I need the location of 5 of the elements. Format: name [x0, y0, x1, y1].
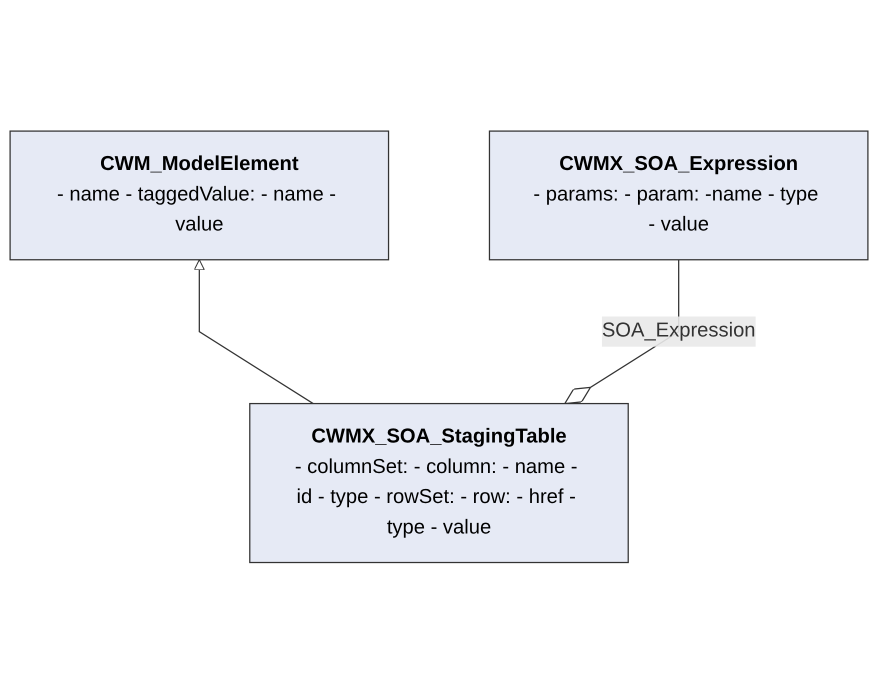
node-box: CWMX_SOA_StagingTable - columnSet: - column: - name - id - type - rowSet: - row: - href - type - value: [249, 402, 629, 563]
edge-label: SOA_Expression: [602, 320, 756, 342]
node-box: CWMX_SOA_Expression - params: - param: -name - type - value: [488, 130, 869, 260]
arrow: [194, 258, 314, 404]
node-box: CWM_ModelElement - name - taggedValue: - name - value: [9, 130, 390, 260]
